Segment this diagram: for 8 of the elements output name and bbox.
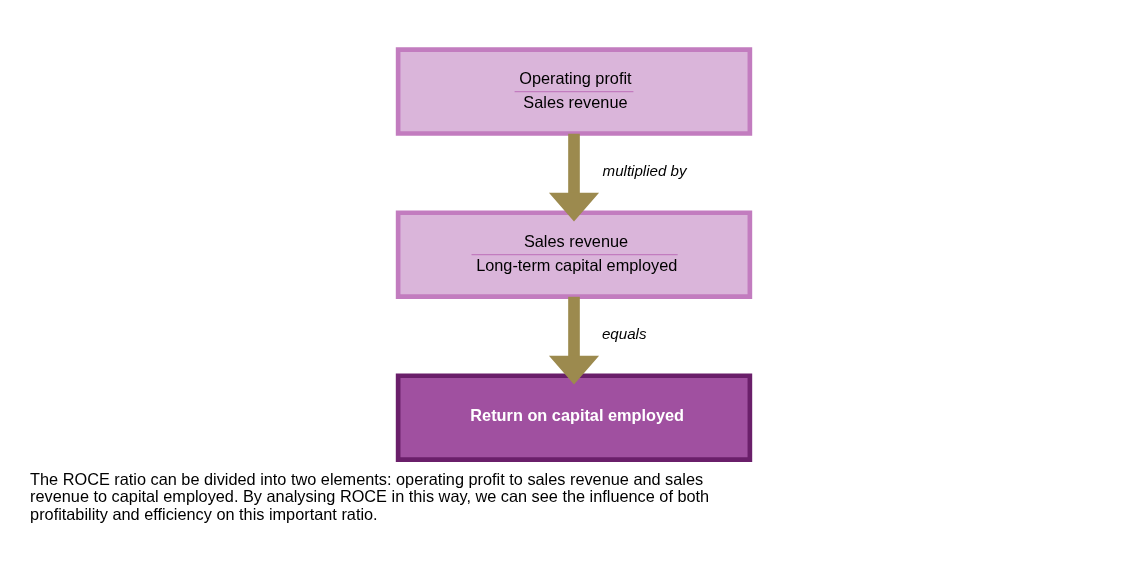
edge-label: multiplied by bbox=[602, 161, 687, 179]
caption: The ROCE ratio can be divided into two elements: operating profit to sales revenue and sales revenue to capital employed. By analysing ROCE in this way, we can see the influence of both profitability and efficiency on this important ratio. bbox=[30, 469, 710, 523]
arrow bbox=[548, 133, 600, 222]
arrow bbox=[548, 296, 600, 385]
node-box: Operating profit Sales revenue bbox=[395, 47, 753, 136]
edge-label: equals bbox=[601, 324, 647, 342]
node-box: Return on capital employed bbox=[395, 373, 753, 462]
node-box: Sales revenue Long-term capital employed bbox=[395, 210, 753, 299]
